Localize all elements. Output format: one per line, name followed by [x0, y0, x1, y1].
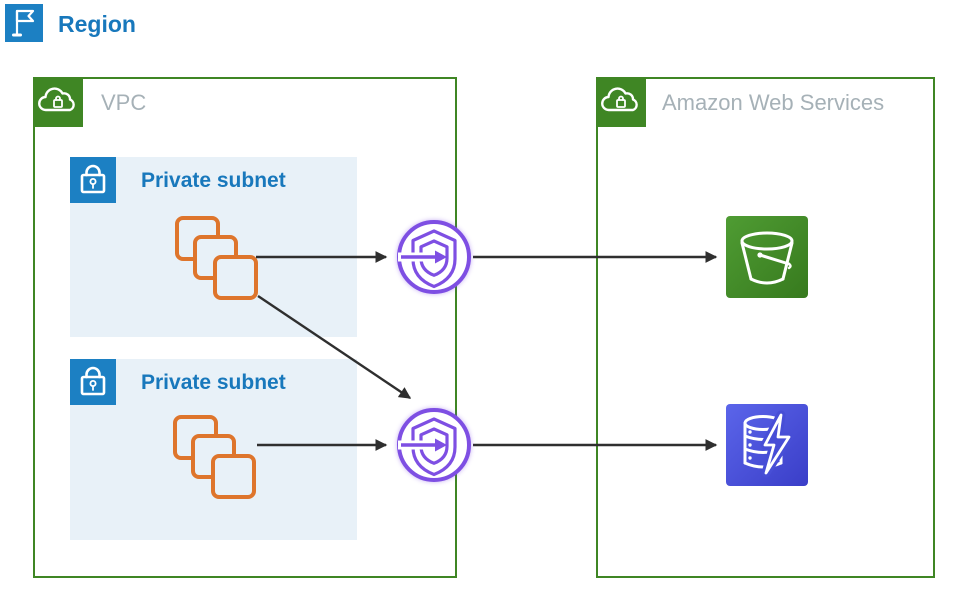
region-label: Region: [58, 11, 136, 37]
aws-badge: [596, 77, 646, 127]
dynamodb-node: [726, 404, 808, 486]
vpc-endpoint-icon: [397, 220, 471, 294]
vpc-container: [33, 77, 457, 578]
subnet-1-label: Private subnet: [141, 169, 286, 192]
vpc-label: VPC: [101, 90, 147, 115]
aws-container: [596, 77, 935, 578]
vpc-badge: [33, 77, 83, 127]
s3-node: [726, 216, 808, 298]
s3-bucket-icon: [740, 231, 794, 285]
cloud-with-padlock-icon: [38, 87, 75, 112]
vpc-endpoint-icon: [397, 408, 471, 482]
aws-label: Amazon Web Services: [662, 90, 885, 115]
ec2-instances-icon: [175, 216, 258, 300]
flag-icon: [12, 9, 35, 37]
ec2-instances-icon: [173, 415, 256, 499]
subnet-2-badge: [70, 359, 116, 405]
subnet-2-label: Private subnet: [141, 371, 286, 394]
region-badge: [5, 4, 43, 42]
cloud-with-padlock-icon: [601, 87, 638, 112]
database-lightning-icon: [743, 410, 794, 478]
padlock-icon: [80, 164, 106, 194]
subnet-1-badge: [70, 157, 116, 203]
padlock-icon: [80, 366, 106, 396]
